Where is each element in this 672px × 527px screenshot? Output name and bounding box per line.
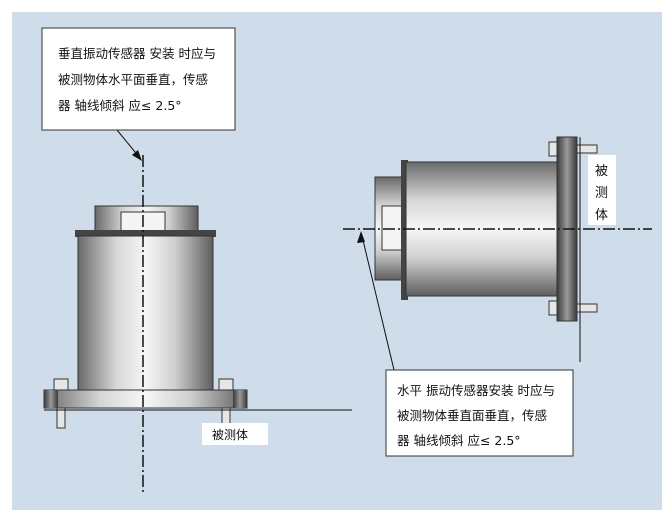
vertical-surface-label: 被测体 bbox=[212, 428, 248, 442]
flange-edge-right bbox=[233, 390, 247, 408]
vertical-note-line-1: 垂直振动传感器 安装 时应与 bbox=[58, 46, 216, 61]
horizontal-sensor-knurl bbox=[401, 160, 408, 300]
horizontal-sensor-bolt-bottom bbox=[548, 300, 598, 316]
horizontal-note-line-1: 水平 振动传感器安装 时应与 bbox=[397, 383, 555, 398]
vertical-sensor bbox=[43, 205, 248, 429]
horizontal-surface-label-char-2: 测 bbox=[595, 186, 608, 201]
vertical-surface-label-box: 被测体 bbox=[202, 423, 268, 445]
flange-edge-left bbox=[44, 390, 58, 408]
horizontal-note-arrowhead bbox=[357, 231, 365, 243]
vertical-note-arrowhead bbox=[132, 150, 142, 161]
horizontal-note-line-3: 器 轴线倾斜 应≤ 2.5° bbox=[397, 433, 521, 448]
vertical-note-line-2: 被测物体水平面垂直，传感 bbox=[58, 72, 208, 87]
horizontal-surface-label-char-3: 体 bbox=[595, 208, 608, 223]
horizontal-sensor-connector bbox=[381, 205, 405, 251]
vertical-note-line-3: 器 轴线倾斜 应≤ 2.5° bbox=[58, 98, 182, 113]
horizontal-note-line-2: 被测物体垂直面垂直，传感 bbox=[397, 408, 547, 423]
vertical-sensor-knurl bbox=[75, 230, 216, 237]
vertical-sensor-flange bbox=[43, 389, 248, 409]
vertical-sensor-bolt-left bbox=[53, 378, 69, 429]
horizontal-sensor-bolt-top bbox=[548, 141, 598, 157]
vertical-note-box: 垂直振动传感器 安装 时应与 被测物体水平面垂直，传感 器 轴线倾斜 应≤ 2.… bbox=[41, 27, 236, 131]
horizontal-note-box: 水平 振动传感器安装 时应与 被测物体垂直面垂直，传感 器 轴线倾斜 应≤ 2.… bbox=[385, 369, 574, 457]
vertical-sensor-body bbox=[77, 235, 214, 393]
horizontal-surface-label-box: 被 测 体 bbox=[588, 155, 616, 225]
horizontal-note-pointer bbox=[361, 235, 395, 371]
horizontal-surface-label-char-1: 被 bbox=[595, 164, 608, 179]
